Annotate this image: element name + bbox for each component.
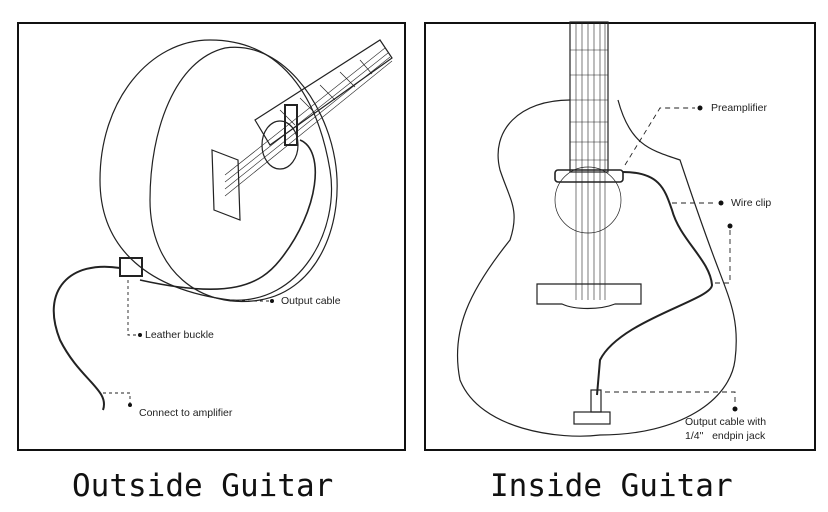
preamplifier-label: Preamplifier xyxy=(711,102,768,114)
inside-guitar-panel xyxy=(424,22,816,451)
output-cable-label: Output cable xyxy=(281,295,341,307)
connect-amplifier-label: Connect to amplifier xyxy=(139,407,233,419)
outside-guitar-title: Outside Guitar xyxy=(72,468,334,504)
output-cable-jack-label-line2: 1/4" endpin jack xyxy=(685,430,766,442)
inside-guitar-title: Inside Guitar xyxy=(490,468,733,504)
output-cable-jack-label-line1: Output cable with xyxy=(685,416,767,428)
wire-clip-label: Wire clip xyxy=(731,197,772,209)
outside-guitar-panel xyxy=(17,22,406,451)
leather-buckle-label: Leather buckle xyxy=(145,329,214,341)
outside-guitar-drawing xyxy=(52,39,393,411)
inside-guitar-drawing xyxy=(456,21,738,437)
